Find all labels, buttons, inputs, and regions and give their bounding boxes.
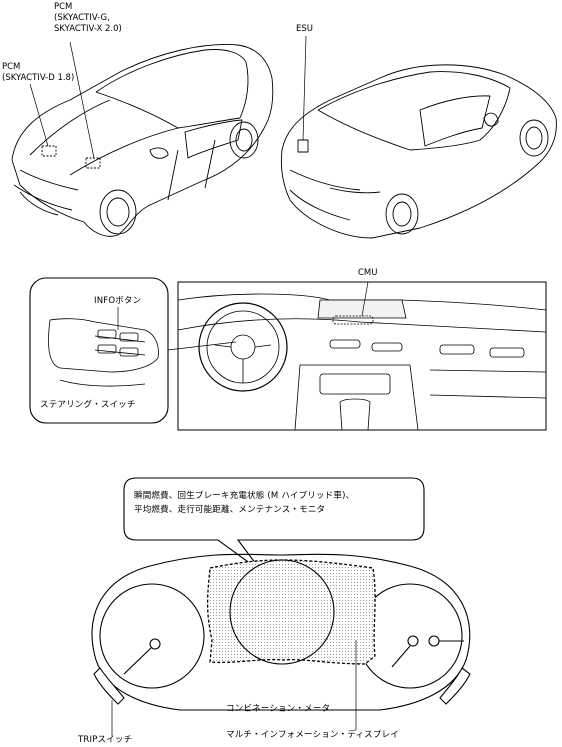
callout-bubble (123, 477, 425, 573)
dashboard-illustration (167, 281, 547, 431)
steering-switch-label: ステアリング・スイッチ (40, 400, 136, 410)
steering-switch-zoom (29, 277, 169, 424)
multi-info-display-label: マルチ・インフォメーション・ディスプレイ (226, 730, 399, 740)
car-front-illustration (11, 41, 274, 237)
callout-text-line2: 平均燃費、走行可能距離、メンテナンス・モニタ (134, 505, 326, 515)
pcm-g-label-line1: PCM (54, 2, 73, 12)
esu-label: ESU (296, 24, 313, 34)
pcm-g-label-line3: SKYACTIV-X 2.0) (54, 24, 122, 34)
car-rear-illustration (280, 35, 557, 239)
cmu-label: CMU (358, 268, 378, 278)
callout-text-line1: 瞬間燃費、回生ブレーキ充電状態 (M ハイブリッド車)、 (134, 491, 355, 501)
trip-switch-label: TRIPスイッチ (78, 735, 133, 745)
instrument-cluster (91, 553, 471, 736)
info-button-label: INFOボタン (94, 296, 142, 306)
pcm-d-label-line1: PCM (2, 62, 21, 72)
pcm-d-label-line2: (SKYACTIV-D 1.8) (2, 73, 75, 83)
pcm-g-label-line2: (SKYACTIV-G, (54, 13, 110, 23)
combination-meter-label: コンビネーション・メータ (226, 704, 331, 714)
